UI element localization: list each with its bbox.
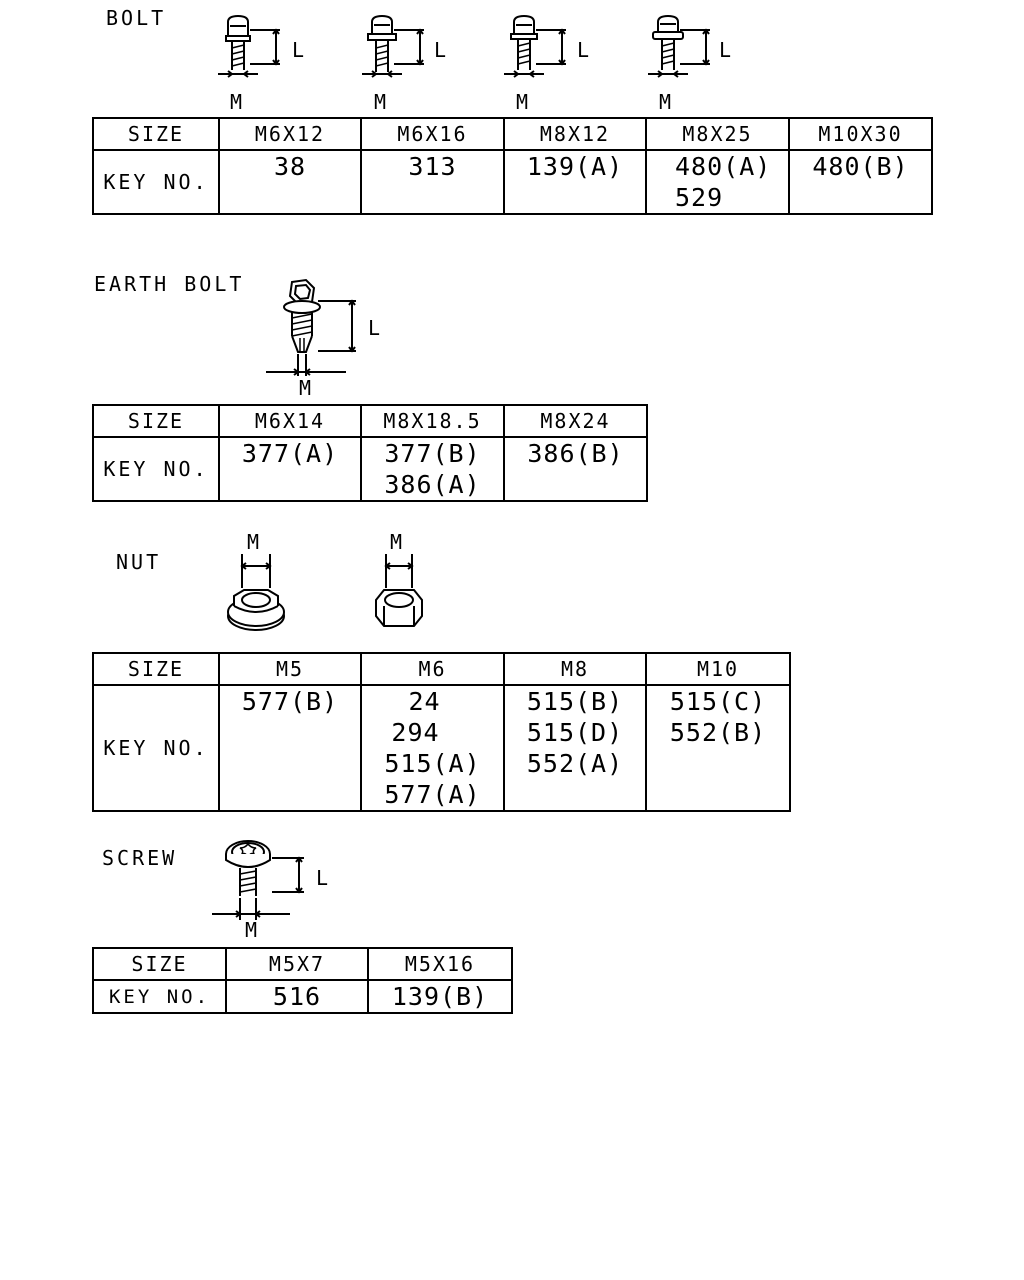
torx-screw-icon xyxy=(210,834,320,924)
key-no-header: KEY NO. xyxy=(92,684,220,812)
flange-nut-icon xyxy=(224,554,288,634)
key-cell: 577(B) xyxy=(218,684,362,812)
size-cell: M6X12 xyxy=(218,117,362,151)
size-cell: M8X18.5 xyxy=(360,404,505,438)
size-cell: M5X7 xyxy=(225,947,369,981)
size-cell: M6X16 xyxy=(360,117,505,151)
size-header: SIZE xyxy=(92,117,220,151)
earth-bolt-table: SIZE M6X14 M8X18.5 M8X24 KEY NO. 377(A) … xyxy=(92,404,648,502)
key-no-header: KEY NO. xyxy=(92,979,227,1014)
size-cell: M5 xyxy=(218,652,362,686)
key-cell: 139(B) xyxy=(367,979,513,1014)
bolt3-length-label: L xyxy=(577,38,592,62)
key-number: 294 xyxy=(391,718,440,747)
key-cell: 313 xyxy=(360,149,505,215)
size-cell: M8X24 xyxy=(503,404,648,438)
size-cell: M8 xyxy=(503,652,647,686)
key-cell: 515(C)552(B) xyxy=(645,684,791,812)
key-number: 377(A) xyxy=(241,439,339,468)
size-header: SIZE xyxy=(92,652,220,686)
key-cell: 38 xyxy=(218,149,362,215)
key-cell: 516 xyxy=(225,979,369,1014)
key-number: 480(A) xyxy=(675,152,772,181)
earth-bolt-length-label: L xyxy=(368,316,383,340)
size-cell: M6X14 xyxy=(218,404,362,438)
bolt-section-title: BOLT xyxy=(106,6,167,30)
screw-length-label: L xyxy=(316,866,331,890)
bolt4-thread-label: M xyxy=(659,90,674,114)
size-cell: M6 xyxy=(360,652,505,686)
earth-bolt-section-title: EARTH BOLT xyxy=(94,272,245,296)
size-header: SIZE xyxy=(92,947,227,981)
key-number: 515(A) xyxy=(384,749,481,778)
bolt-hex-flange-icon xyxy=(358,12,428,82)
key-cell: 480(A)529 xyxy=(645,149,790,215)
earth-bolt-icon xyxy=(262,276,362,386)
size-header: SIZE xyxy=(92,404,220,438)
key-cell: 480(B) xyxy=(788,149,933,215)
key-number: 313 xyxy=(408,152,457,181)
key-number: 386(B) xyxy=(527,439,624,468)
key-number: 515(C) xyxy=(669,687,767,716)
key-cell: 377(B)386(A) xyxy=(360,436,505,502)
bolt3-thread-label: M xyxy=(516,90,531,114)
key-no-header: KEY NO. xyxy=(92,149,220,215)
key-number: 139(B) xyxy=(391,982,489,1011)
bolt-hex-flange-icon xyxy=(214,12,284,82)
key-no-header: KEY NO. xyxy=(92,436,220,502)
key-cell: 377(A) xyxy=(218,436,362,502)
key-number: 515(D) xyxy=(526,718,624,747)
bolt2-length-label: L xyxy=(434,38,449,62)
key-number: 577(A) xyxy=(384,780,481,809)
key-number: 139(A) xyxy=(526,152,624,181)
bolt1-thread-label: M xyxy=(230,90,245,114)
size-cell: M8X12 xyxy=(503,117,647,151)
key-number: 515(B) xyxy=(526,687,624,716)
nut1-thread-label: M xyxy=(247,530,262,554)
hex-nut-icon xyxy=(368,554,432,634)
bolt4-length-label: L xyxy=(719,38,734,62)
key-number: 552(B) xyxy=(669,718,767,747)
bolt-hex-flange-icon xyxy=(500,12,570,82)
bolt-hex-flange-icon xyxy=(644,12,714,82)
screw-section-title: SCREW xyxy=(102,846,178,870)
bolt1-length-label: L xyxy=(292,38,307,62)
key-number: 38 xyxy=(273,152,307,181)
key-number: 529 xyxy=(675,183,724,212)
size-cell: M8X25 xyxy=(645,117,790,151)
size-cell: M5X16 xyxy=(367,947,513,981)
key-cell: 139(A) xyxy=(503,149,647,215)
key-cell: 515(B)515(D)552(A) xyxy=(503,684,647,812)
key-number: 386(A) xyxy=(384,470,481,499)
earth-bolt-thread-label: M xyxy=(299,376,314,400)
key-number: 552(A) xyxy=(526,749,624,778)
key-number: 516 xyxy=(272,982,322,1011)
bolt-table: SIZE M6X12 M6X16 M8X12 M8X25 M10X30 KEY … xyxy=(92,117,933,215)
key-number: 577(B) xyxy=(241,687,339,716)
size-cell: M10X30 xyxy=(788,117,933,151)
nut2-thread-label: M xyxy=(390,530,405,554)
nut-section-title: NUT xyxy=(116,550,162,574)
screw-thread-label: M xyxy=(245,918,260,942)
screw-table: SIZE M5X7 M5X16 KEY NO. 516 139(B) xyxy=(92,947,513,1014)
key-number: 377(B) xyxy=(384,439,481,468)
bolt2-thread-label: M xyxy=(374,90,389,114)
key-number: 24 xyxy=(408,687,441,716)
key-number: 480(B) xyxy=(812,152,909,181)
key-cell: 386(B) xyxy=(503,436,648,502)
size-cell: M10 xyxy=(645,652,791,686)
